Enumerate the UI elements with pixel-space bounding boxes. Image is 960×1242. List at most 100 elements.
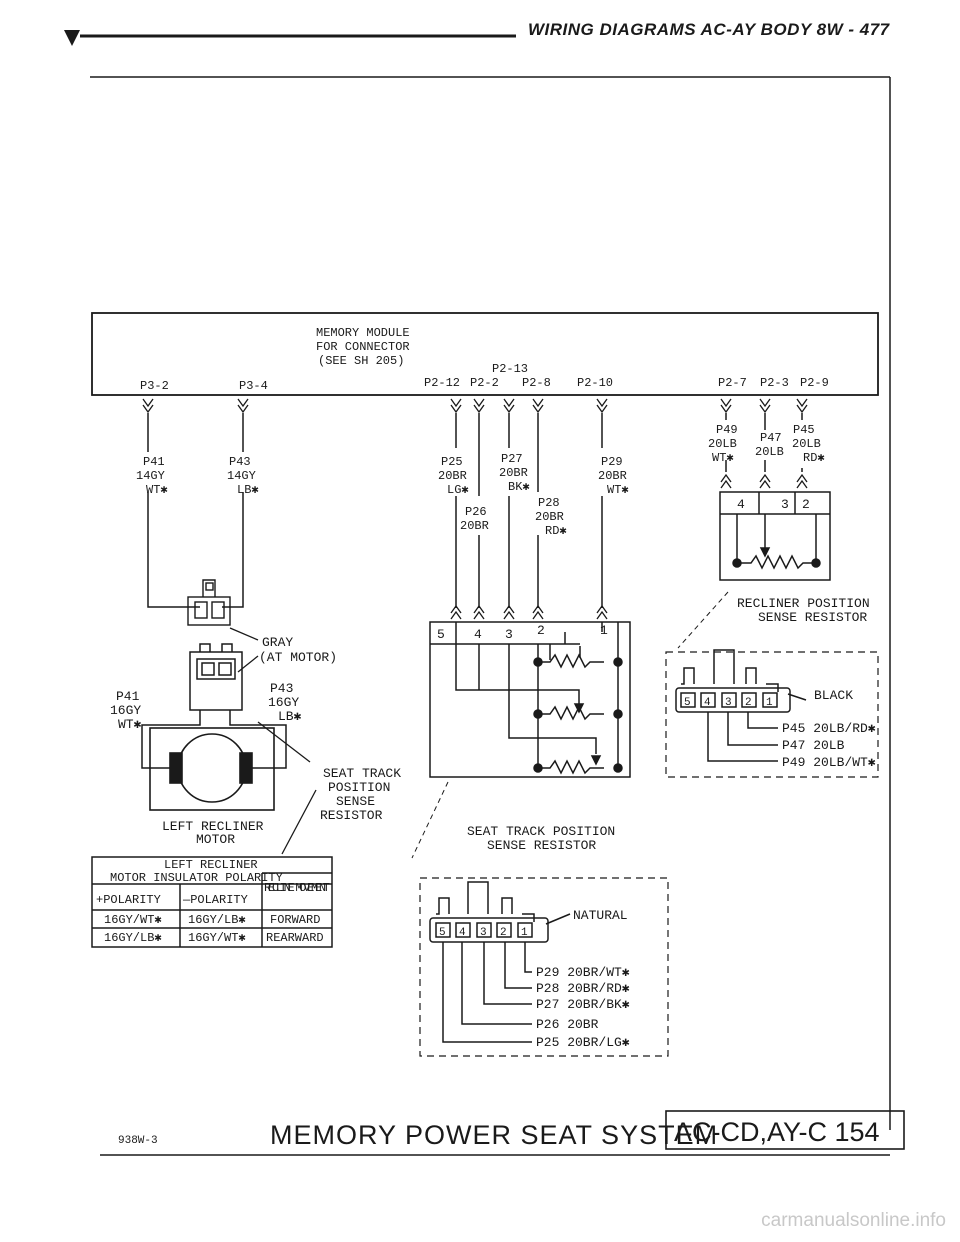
wire-p27-color: BK✱ bbox=[508, 480, 530, 494]
page-header-title: WIRING DIAGRAMS AC-AY BODY 8W - 477 bbox=[528, 20, 890, 39]
module-line-3: (SEE SH 205) bbox=[318, 354, 404, 368]
wire-p45-color: RD✱ bbox=[803, 451, 825, 465]
wire-p25-id: P25 bbox=[441, 455, 463, 469]
motor-wire-p43-id: P43 bbox=[270, 681, 293, 696]
black-wire-p45: P45 20LB/RD✱ bbox=[782, 721, 876, 736]
module-connector-terminals bbox=[142, 398, 808, 414]
module-line-2: FOR CONNECTOR bbox=[316, 340, 410, 354]
polarity-title-1: LEFT RECLINER bbox=[164, 858, 258, 872]
recliner-wires bbox=[725, 413, 803, 472]
recliner-terminals bbox=[720, 473, 808, 489]
page-header bbox=[64, 30, 516, 46]
natural-cavity-3: 3 bbox=[480, 927, 487, 939]
natural-cavity-4: 4 bbox=[459, 927, 466, 939]
gray-connector-label: GRAY bbox=[262, 635, 293, 650]
natural-wire-p28: P28 20BR/RD✱ bbox=[536, 981, 630, 996]
seat-caption-2: SENSE RESISTOR bbox=[487, 838, 596, 853]
seat-pin-5: 5 bbox=[437, 627, 445, 642]
seat-track-label-3: SENSE bbox=[336, 794, 375, 809]
motor-connector-top bbox=[187, 579, 231, 626]
pin-p3-4: P3-4 bbox=[239, 379, 268, 393]
motor-wire-p41-gauge: 16GY bbox=[110, 703, 141, 718]
black-cavity-2: 2 bbox=[745, 697, 752, 709]
wire-p29-id: P29 bbox=[601, 455, 623, 469]
motor-label-2: MOTOR bbox=[196, 832, 235, 847]
black-cavity-3: 3 bbox=[725, 697, 732, 709]
natural-label: NATURAL bbox=[573, 908, 628, 923]
black-connector-view bbox=[665, 649, 879, 778]
polarity-row-2-plus: 16GY/LB✱ bbox=[104, 931, 162, 945]
pin-p2-13: P2-13 bbox=[492, 362, 528, 376]
pin-p2-8: P2-8 bbox=[522, 376, 551, 390]
wire-p28-gauge: 20BR bbox=[535, 510, 564, 524]
motor-wire-p41-color: WT✱ bbox=[118, 717, 142, 732]
natural-cavity-5: 5 bbox=[439, 927, 446, 939]
wire-p25-gauge: 20BR bbox=[438, 469, 467, 483]
pin-p3-2: P3-2 bbox=[140, 379, 169, 393]
black-cavity-4: 4 bbox=[704, 697, 711, 709]
pin-p2-3: P2-3 bbox=[760, 376, 789, 390]
recliner-caption-1: RECLINER POSITION bbox=[737, 596, 870, 611]
wire-p49-gauge: 20LB bbox=[708, 437, 737, 451]
seat-track-label-2: POSITION bbox=[328, 780, 390, 795]
seat-pin-1: 1 bbox=[600, 623, 608, 638]
wire-p26-id: P26 bbox=[465, 505, 487, 519]
wire-p43-gauge: 14GY bbox=[227, 469, 256, 483]
polarity-header-plus: +POLARITY bbox=[96, 893, 161, 907]
natural-wire-p27: P27 20BR/BK✱ bbox=[536, 997, 630, 1012]
left-wires bbox=[147, 413, 244, 608]
seat-track-terminals bbox=[450, 604, 608, 620]
wire-p26-gauge: 20BR bbox=[460, 519, 489, 533]
natural-wire-p25: P25 20BR/LG✱ bbox=[536, 1035, 630, 1050]
black-wire-p49: P49 20LB/WT✱ bbox=[782, 755, 876, 770]
natural-connector-view bbox=[419, 877, 669, 1057]
wire-p47-gauge: 20LB bbox=[755, 445, 784, 459]
module-line-1: MEMORY MODULE bbox=[316, 326, 410, 340]
polarity-header-minus: —POLARITY bbox=[182, 893, 248, 907]
footer-ref: 938W-3 bbox=[118, 1135, 158, 1147]
wire-p41-color: WT✱ bbox=[146, 483, 168, 497]
seat-pin-3: 3 bbox=[505, 627, 513, 642]
wire-p27-gauge: 20BR bbox=[499, 466, 528, 480]
wire-p28-color: RD✱ bbox=[545, 524, 567, 538]
seat-track-label-4: RESISTOR bbox=[320, 808, 383, 823]
natural-cavity-2: 2 bbox=[500, 927, 507, 939]
watermark: carmanualsonline.info bbox=[761, 1210, 946, 1231]
recliner-pin-2: 2 bbox=[802, 497, 810, 512]
wire-p25-color: LG✱ bbox=[447, 483, 469, 497]
wire-p43-color: LB✱ bbox=[237, 483, 259, 497]
pin-p2-2: P2-2 bbox=[470, 376, 499, 390]
seat-pin-4: 4 bbox=[474, 627, 482, 642]
wire-p45-gauge: 20LB bbox=[792, 437, 821, 451]
seat-track-wires bbox=[455, 413, 603, 608]
wire-p49-id: P49 bbox=[716, 423, 738, 437]
recliner-caption-2: SENSE RESISTOR bbox=[758, 610, 867, 625]
footer-title: MEMORY POWER SEAT SYSTEM bbox=[270, 1120, 718, 1150]
wire-p29-color: WT✱ bbox=[607, 483, 629, 497]
pin-p2-12: P2-12 bbox=[424, 376, 460, 390]
recliner-caption-leader bbox=[677, 591, 729, 649]
seat-caption-leader bbox=[411, 781, 449, 859]
pin-p2-10: P2-10 bbox=[577, 376, 613, 390]
motor-wire-p43-color: LB✱ bbox=[278, 709, 302, 724]
motor-label-1: LEFT RECLINER bbox=[162, 819, 264, 834]
natural-cavity-1: 1 bbox=[521, 927, 528, 939]
seat-track-leader bbox=[281, 789, 317, 855]
black-cavity-5: 5 bbox=[684, 697, 691, 709]
natural-wire-p26: P26 20BR bbox=[536, 1017, 599, 1032]
polarity-row-1-move: FORWARD bbox=[270, 913, 320, 927]
polarity-header-movement: RECLINE MOVEMENT bbox=[264, 881, 330, 895]
recliner-pin-3: 3 bbox=[781, 497, 789, 512]
seat-track-sensor bbox=[429, 621, 631, 778]
wire-p43-id: P43 bbox=[229, 455, 251, 469]
polarity-row-1-plus: 16GY/WT✱ bbox=[104, 913, 162, 927]
footer: 938W-3 MEMORY POWER SEAT SYSTEM AC-CD,AY… bbox=[118, 1110, 905, 1150]
wire-p41-gauge: 14GY bbox=[136, 469, 165, 483]
wire-p47-id: P47 bbox=[760, 431, 782, 445]
polarity-title-2: MOTOR INSULATOR POLARITY bbox=[110, 871, 283, 885]
wire-p41-id: P41 bbox=[143, 455, 165, 469]
wire-p28-id: P28 bbox=[538, 496, 560, 510]
black-cavity-1: 1 bbox=[766, 697, 773, 709]
black-label: BLACK bbox=[814, 688, 853, 703]
